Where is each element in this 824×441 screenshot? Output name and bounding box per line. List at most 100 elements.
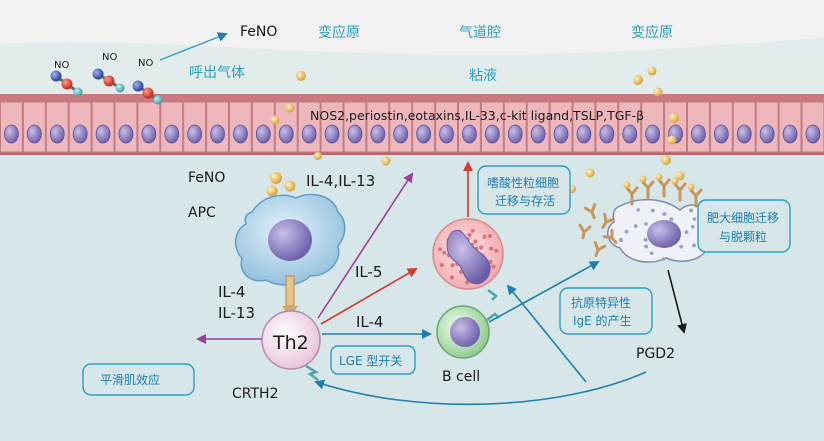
eosinophil-granule <box>491 264 496 269</box>
epithelial-nucleus <box>141 124 157 144</box>
epithelium-layer <box>0 94 824 155</box>
epithelial-nucleus <box>49 124 65 144</box>
epithelial-cell <box>641 101 665 153</box>
epithelial-cell <box>526 101 550 153</box>
epithelial-nucleus <box>759 124 775 144</box>
exhaled-gas-label: 呼出气体 <box>189 65 245 81</box>
mast-cell-granule <box>619 237 623 242</box>
allergen-particle <box>585 168 595 178</box>
no-molecule-1: NO <box>50 60 83 97</box>
mast-cell-granule <box>636 208 640 212</box>
epithelial-cell <box>664 101 687 153</box>
epithelial-nucleus <box>599 124 615 144</box>
box-smooth-muscle-text: 平滑肌效应 <box>100 372 160 387</box>
mast-cell-granule <box>624 229 629 234</box>
epithelial-cell <box>229 101 252 153</box>
eosinophil-cell <box>432 218 504 301</box>
epithelial-nucleus <box>691 124 706 144</box>
epithelial-cell <box>137 101 161 153</box>
epithelial-cells <box>0 101 824 153</box>
allergen-particle <box>661 155 671 165</box>
mast-cell-granule <box>692 217 697 221</box>
arrow-th2-to-eosinophil <box>320 267 418 325</box>
epithelial-nucleus <box>164 124 180 144</box>
box-mast-line2: 与脱颗粒 <box>719 229 767 244</box>
eosinophil-granule <box>467 232 472 237</box>
epithelial-cell <box>0 101 23 153</box>
eosinophil-granule <box>494 248 499 253</box>
allergen-particle <box>270 115 280 125</box>
epithelial-nucleus <box>462 124 477 144</box>
mast-cell-granule <box>643 237 648 242</box>
th2-label: Th2 <box>272 332 309 354</box>
mast-cell-granule <box>634 224 638 228</box>
epithelial-nucleus <box>622 124 638 144</box>
mast-cell-granule <box>690 224 695 229</box>
box-ige-line2: IgE 的产生 <box>573 313 632 328</box>
epithelial-nucleus <box>576 124 592 144</box>
epithelial-cell <box>595 101 619 153</box>
epithelial-cell <box>458 101 481 153</box>
feno-exhale-arrow <box>159 32 228 61</box>
ige-antibody <box>578 223 592 240</box>
epithelial-cell <box>251 101 275 153</box>
ige-antibody <box>593 241 607 258</box>
feno-top-label: FeNO <box>240 24 277 40</box>
b-cell <box>436 305 500 359</box>
arrow-to-eosinophil-from-below <box>506 284 587 383</box>
epithelial-cell <box>549 101 573 153</box>
box-ige-line1: 抗原特异性 <box>571 295 631 310</box>
epithelial-cell <box>320 101 344 153</box>
eosinophil-granule <box>437 247 443 252</box>
box-eosinophil-migration: 嗜酸性粒细胞 迁移与存活 <box>477 165 571 215</box>
epithelial-nucleus <box>347 124 363 144</box>
allergen-particle <box>633 75 643 85</box>
eosinophil-granule <box>479 245 484 250</box>
epithelial-cell <box>45 101 69 153</box>
mast-cell-granule <box>644 222 648 226</box>
mast-cell-granule <box>644 244 648 249</box>
epithelial-nucleus <box>255 124 271 144</box>
airway-lumen-label: 气道腔 <box>459 25 501 41</box>
no-label-1: NO <box>54 60 69 71</box>
epithelial-nucleus <box>278 124 294 144</box>
allergen-particle <box>296 71 306 81</box>
epithelial-nucleus <box>233 124 248 144</box>
allergen-particle <box>285 103 295 113</box>
epithelial-nucleus <box>26 124 42 144</box>
epithelial-nucleus <box>370 124 386 144</box>
epithelial-cell <box>503 101 527 153</box>
mast-cell-granule <box>661 257 666 261</box>
mast-ige-receptor <box>655 173 671 198</box>
il13-left-label: IL-13 <box>218 304 255 322</box>
no-label-3: NO <box>138 58 153 69</box>
eosinophil-granule <box>482 234 487 239</box>
epithelial-nucleus <box>507 124 523 144</box>
epithelial-cell <box>755 101 779 153</box>
epithelial-nucleus <box>439 124 454 144</box>
epithelial-nucleus <box>187 124 203 144</box>
arrow-pgd2-to-crth2 <box>314 371 647 406</box>
epithelial-nucleus <box>118 124 134 144</box>
allergen-right-label: 变应原 <box>631 24 673 41</box>
mast-cell-granule <box>692 243 696 248</box>
ige-antibodies <box>578 203 618 258</box>
box-ige-switch: LGE 型开关 <box>330 345 416 375</box>
allergen-particle <box>675 171 685 181</box>
il4-mid-label: IL-4 <box>356 313 383 331</box>
mast-ige-receptor <box>671 177 687 202</box>
epithelial-nucleus <box>393 124 409 144</box>
epithelial-cell <box>618 101 642 153</box>
eosinophil-granule <box>450 263 455 268</box>
no-label-2: NO <box>102 52 117 63</box>
epithelial-cell <box>435 101 459 153</box>
epithelial-cell <box>412 101 436 153</box>
epithelial-cell <box>68 101 92 153</box>
ige-antibody <box>601 212 615 229</box>
box-mast-line1: 肥大细胞迁移 <box>707 211 779 225</box>
epithelial-nucleus <box>95 124 111 144</box>
epithelial-nucleus <box>4 124 19 144</box>
crth2-label: CRTH2 <box>232 386 278 402</box>
eosinophil-granule <box>442 250 447 255</box>
